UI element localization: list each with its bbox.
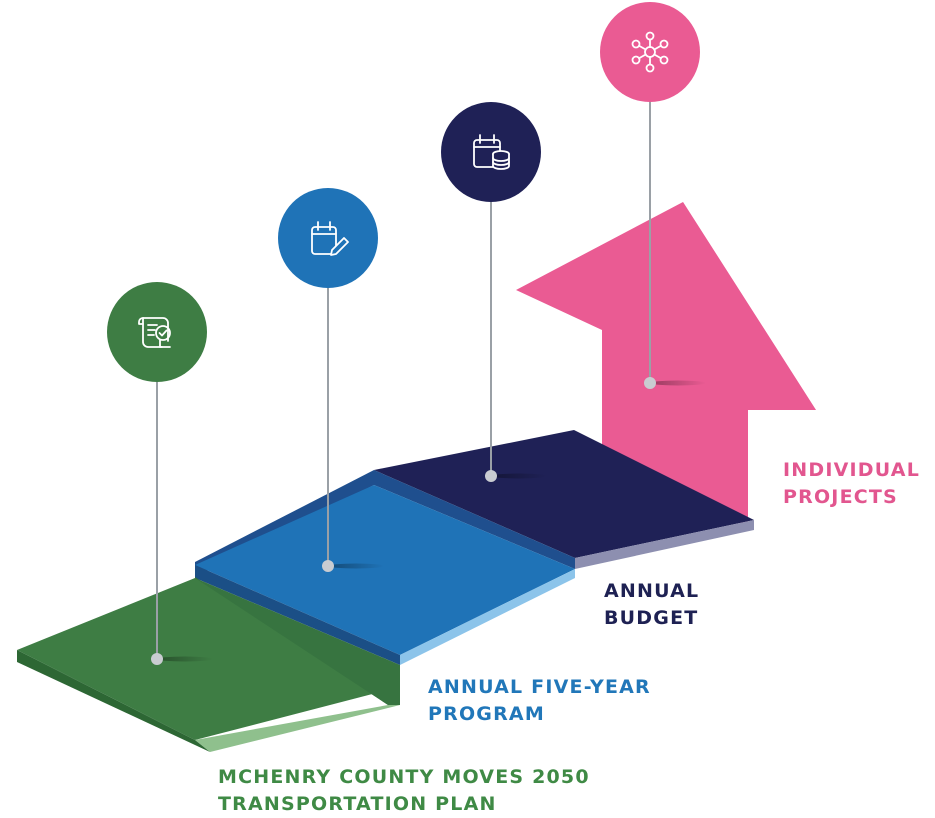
label-individual-projects: INDIVIDUAL PROJECTS — [783, 457, 920, 511]
arrow-step-projects — [516, 202, 816, 525]
calendar-coins-icon — [473, 134, 510, 170]
step-program — [195, 470, 575, 665]
label-line: PROJECTS — [783, 486, 898, 508]
icon-badge — [441, 102, 541, 202]
label-annual-budget: ANNUAL BUDGET — [604, 578, 699, 632]
icon-badge — [107, 282, 207, 382]
step-budget — [374, 430, 754, 569]
label-line: ANNUAL — [604, 580, 700, 602]
pin-budget — [441, 102, 547, 482]
pin-plan — [107, 282, 213, 665]
label-line: MCHENRY COUNTY MOVES 2050 — [218, 766, 590, 788]
network-hub-icon — [631, 31, 669, 73]
icon-badge — [278, 188, 378, 288]
label-line: INDIVIDUAL — [783, 459, 921, 481]
label-five-year-program: ANNUAL FIVE-YEAR PROGRAM — [428, 674, 651, 728]
pin-shadow — [650, 380, 706, 386]
label-line: ANNUAL FIVE-YEAR — [428, 676, 651, 698]
label-line: BUDGET — [604, 607, 699, 629]
scroll-check-icon — [138, 317, 171, 348]
pin-shadow — [157, 656, 213, 662]
pin-shadow — [491, 473, 547, 479]
pin-projects — [600, 2, 706, 389]
pin-program — [278, 188, 384, 572]
label-line: TRANSPORTATION PLAN — [218, 793, 497, 815]
icon-badge — [600, 2, 700, 102]
calendar-pencil-icon — [311, 221, 349, 256]
pin-anchor-dot — [151, 653, 163, 665]
pin-shadow — [328, 563, 384, 569]
pin-anchor-dot — [322, 560, 334, 572]
label-line: PROGRAM — [428, 703, 545, 725]
label-transportation-plan: MCHENRY COUNTY MOVES 2050 TRANSPORTATION… — [218, 764, 590, 818]
pin-anchor-dot — [644, 377, 656, 389]
pin-anchor-dot — [485, 470, 497, 482]
